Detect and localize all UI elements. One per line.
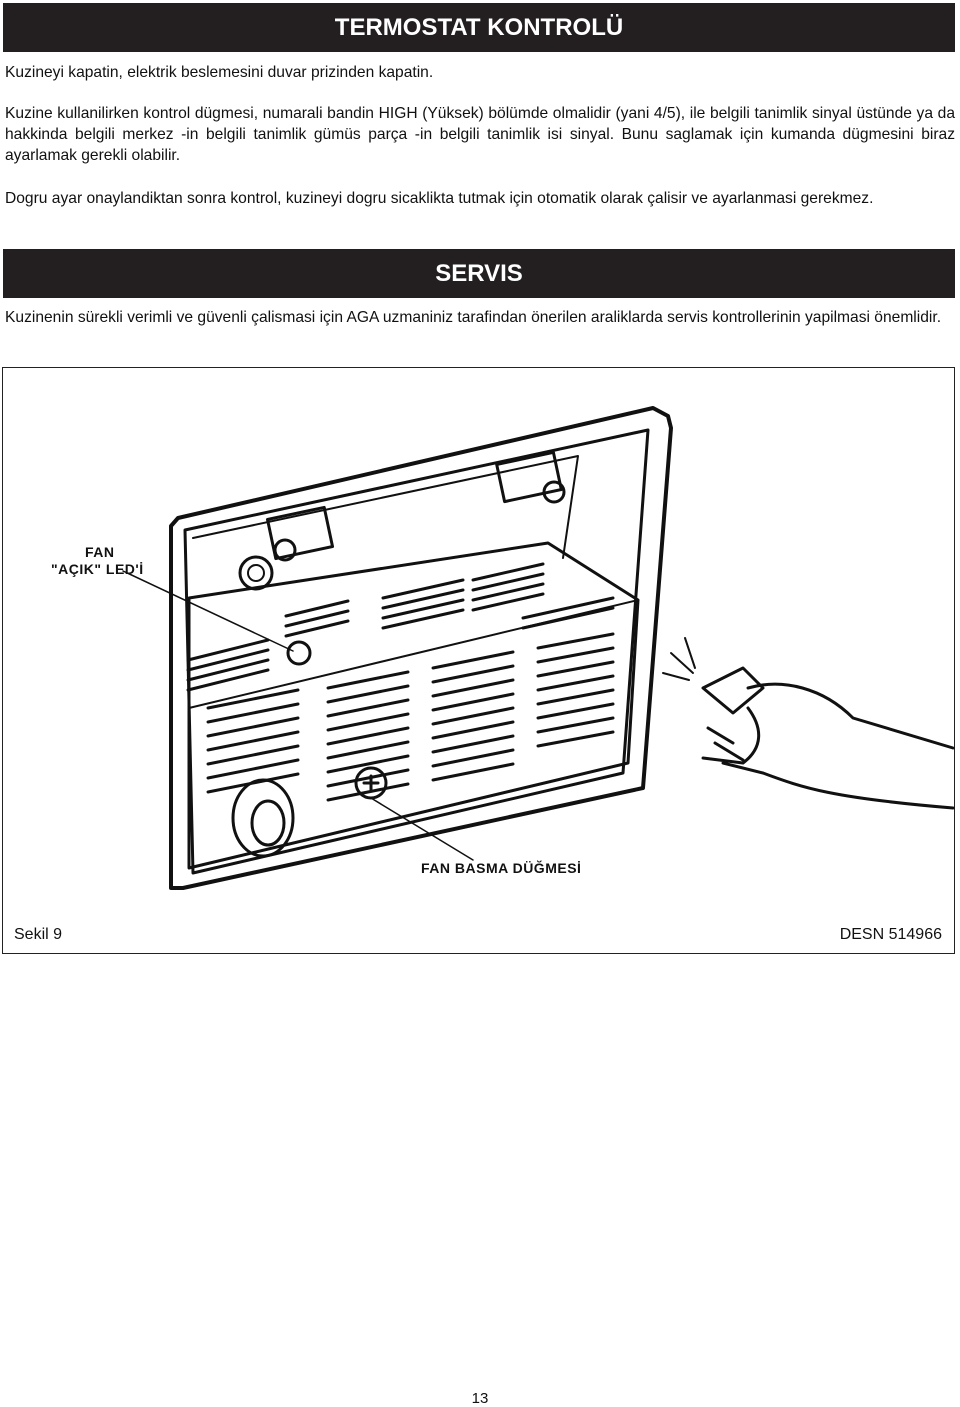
fan-led-leader [122,570,294,652]
grille-slats-top [186,562,615,692]
control-knob [231,778,295,858]
section-title: TERMOSTAT KONTROLÜ [334,14,624,41]
left-bracket [265,505,335,561]
grille-panel [187,541,640,870]
fan-button-label: FAN BASMA DÜĞMESİ [421,860,582,876]
hand-outline [701,682,955,810]
figure-caption: Sekil 9 [14,926,63,943]
fan-unit-illustration [122,406,955,890]
figure-fan-unit: FAN "AÇIK" LED'İ FAN BASMA DÜĞMESİ Sekil… [2,367,955,954]
push-button-leader [370,797,474,861]
mounting-bolt [238,555,274,591]
section-title: SERVIS [435,260,523,287]
grille-slats-lower [206,632,615,802]
paragraph-service-checks: Kuzinenin sürekli verimli ve güvenli çal… [5,309,942,326]
paragraph-auto-operation: Dogru ayar onaylandiktan sonra kontrol, … [5,190,874,207]
right-bracket [495,450,563,504]
paragraph-control-knob: Kuzine kullanilirken kontrol dügmesi, nu… [5,105,955,164]
remote-control [701,666,765,715]
signal-rays [662,637,696,681]
fan-led-label-line2: "AÇIK" LED'İ [51,561,144,577]
paragraph-power-off: Kuzineyi kapatin, elektrik beslemesini d… [5,64,434,81]
section-header-thermostat: TERMOSTAT KONTROLÜ [3,3,955,52]
fan-led-label: FAN "AÇIK" LED'İ [51,544,144,578]
figure-design-number: DESN 514966 [839,926,942,943]
fan-led-label-line1: FAN [85,544,115,560]
bracket-screw [542,480,566,504]
section-header-service: SERVIS [3,249,955,298]
fan-led [286,640,312,666]
housing-outline [169,406,673,890]
bracket-screw [273,538,297,562]
page-number: 13 [471,1390,489,1407]
housing-inner [183,428,650,875]
